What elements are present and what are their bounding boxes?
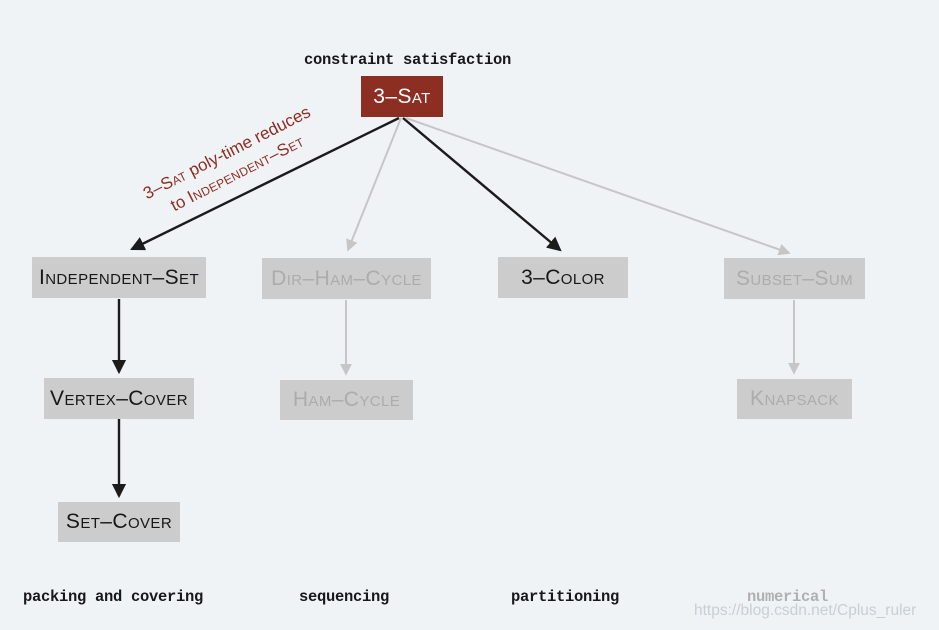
edge-sat-to-dir-ham-cycle: [346, 117, 402, 252]
annotation-line-1: 3–Sat poly-time reduces: [140, 102, 314, 204]
node-3-color: 3–Color: [498, 257, 628, 298]
node-vertex-cover: Vertex–Cover: [44, 378, 194, 419]
node-subset-sum: Subset–Sum: [724, 258, 865, 299]
diagram-title: constraint satisfaction: [304, 51, 512, 69]
node-set-cover: Set–Cover: [58, 502, 180, 542]
category-label-numerical: numerical: [747, 588, 829, 606]
category-label-packing-and-covering: packing and covering: [23, 588, 204, 606]
category-label-partitioning: partitioning: [511, 588, 620, 606]
node-ham-cycle: Ham–Cycle: [280, 380, 413, 420]
node-dir-ham-cycle: Dir–Ham–Cycle: [262, 258, 431, 299]
edge-sat-to-subset-sum: [405, 117, 791, 256]
node-3-sat: 3–Sat: [361, 76, 443, 117]
category-label-sequencing: sequencing: [299, 588, 390, 606]
annotation-line-2: to Independent–Set: [167, 131, 307, 216]
reduction-annotation: 3–Sat poly-time reduces to Independent–S…: [88, 74, 376, 251]
edge-sat-to-3-color: [402, 117, 562, 252]
node-independent-set: Independent–Set: [32, 257, 206, 298]
watermark-url: https://blog.csdn.net/Cplus_ruler: [694, 602, 917, 619]
node-knapsack: Knapsack: [737, 379, 852, 419]
